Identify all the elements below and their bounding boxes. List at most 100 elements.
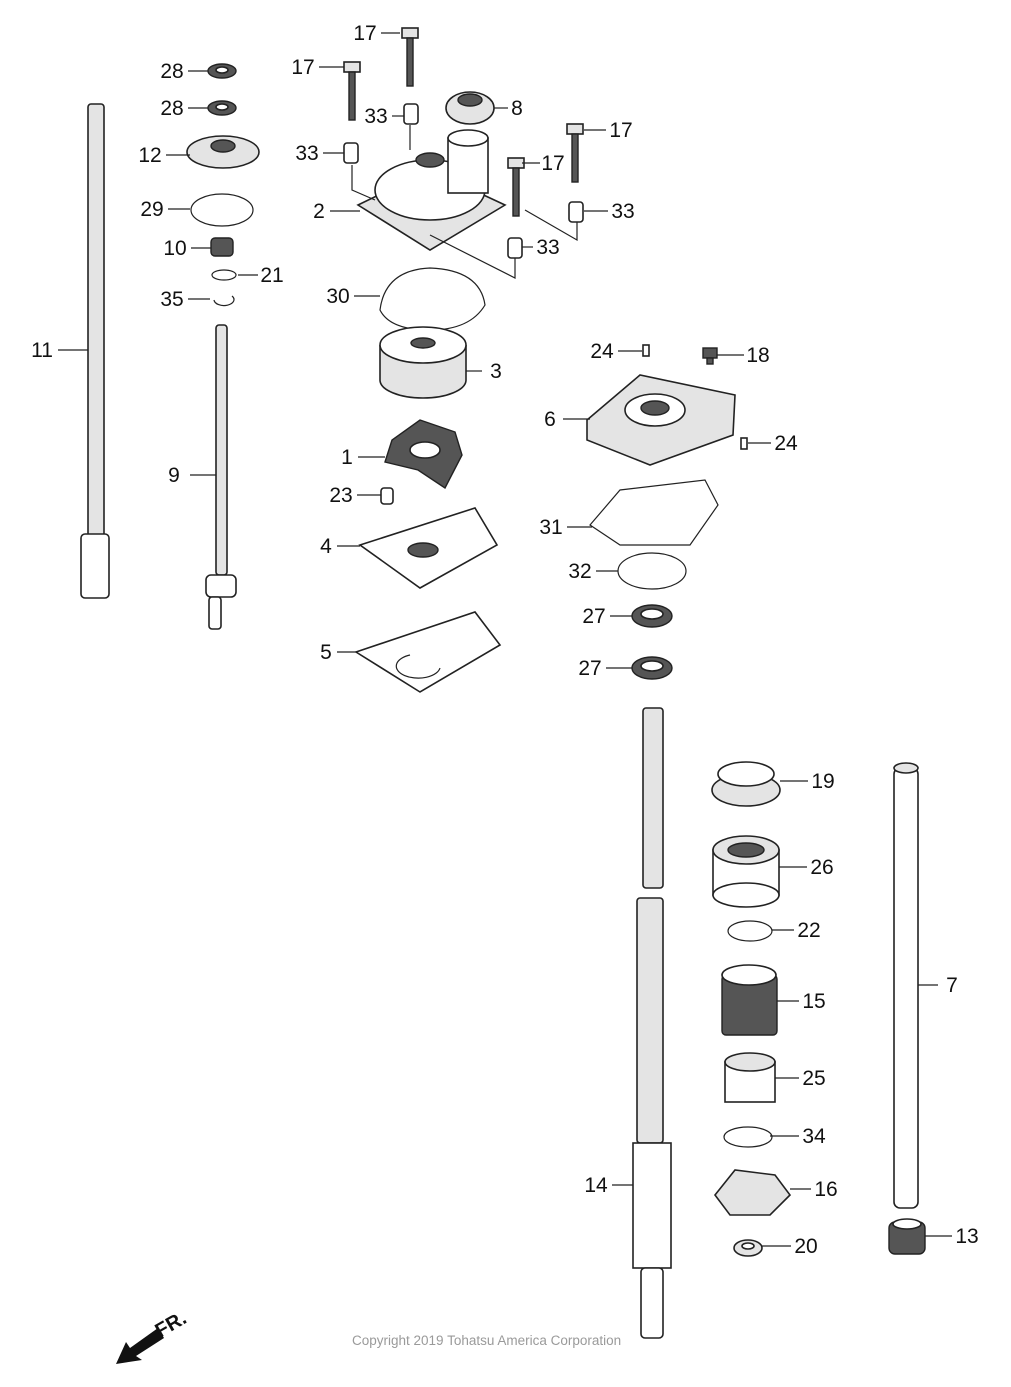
callout-number: 30 — [326, 285, 349, 308]
callout-number: 8 — [511, 97, 523, 120]
callout-15: 15 — [777, 990, 826, 1013]
part-2-pump-housing — [356, 129, 507, 251]
part-9-shift-rod — [205, 324, 237, 630]
part-19-bearing-race — [711, 761, 781, 807]
callout-number: 24 — [774, 432, 798, 455]
callout-number: 31 — [539, 516, 562, 539]
callout-number: 7 — [946, 974, 958, 997]
callout-number: 15 — [802, 990, 825, 1013]
callout-number: 1 — [341, 446, 353, 469]
callout-number: 33 — [295, 142, 318, 165]
callout-number: 27 — [582, 605, 605, 628]
callout-number: 25 — [802, 1067, 825, 1090]
callout-4: 4 — [320, 535, 360, 558]
callout-number: 10 — [163, 237, 186, 260]
callout-25: 25 — [775, 1067, 826, 1090]
callout-number: 33 — [364, 105, 387, 128]
callout-30: 30 — [326, 285, 380, 308]
part-3-liner — [379, 326, 467, 399]
callout-24: 24 — [748, 432, 798, 455]
callout-22: 22 — [772, 919, 821, 942]
callout-11: 11 — [31, 339, 88, 362]
part-13-grommet — [888, 1218, 926, 1255]
callout-20: 20 — [762, 1235, 818, 1258]
callout-number: 33 — [611, 200, 634, 223]
callout-6: 6 — [544, 408, 590, 431]
callout-3: 3 — [466, 360, 502, 383]
callout-number: 11 — [31, 339, 53, 362]
callout-29: 29 — [140, 198, 190, 221]
callout-number: 35 — [160, 288, 183, 311]
part-10-spring — [210, 237, 234, 257]
part-16-gear — [713, 1169, 792, 1216]
callout-number: 12 — [138, 144, 161, 167]
part-7-tube — [893, 762, 919, 1209]
callout-34: 34 — [770, 1125, 826, 1148]
callout-16: 16 — [790, 1178, 838, 1201]
part-31-gasket — [589, 479, 719, 546]
callout-number: 21 — [260, 264, 283, 287]
part-21-washer — [211, 269, 237, 281]
part-6-pump-case — [586, 374, 736, 466]
callout-number: 23 — [329, 484, 352, 507]
callout-17: 17 — [353, 22, 400, 45]
callout-28: 28 — [160, 97, 208, 120]
callout-32: 32 — [568, 560, 618, 583]
part-29-oring — [190, 193, 254, 227]
callout-number: 5 — [320, 641, 332, 664]
callout-33: 33 — [364, 105, 404, 128]
part-30-gasket — [379, 267, 486, 331]
part-12-cap — [186, 135, 260, 169]
part-33-dowels — [343, 103, 584, 259]
callout-number: 14 — [584, 1174, 608, 1197]
callout-9: 9 — [168, 464, 216, 487]
callout-33: 33 — [584, 200, 635, 223]
part-32-oring — [617, 552, 687, 590]
callout-number: 9 — [168, 464, 180, 487]
callout-number: 17 — [541, 152, 564, 175]
callout-28: 28 — [160, 60, 208, 83]
callout-17: 17 — [291, 56, 344, 79]
callout-number: 3 — [490, 360, 502, 383]
callout-33: 33 — [522, 236, 560, 259]
part-17-bolts — [343, 27, 584, 217]
callout-17: 17 — [522, 152, 565, 175]
callout-number: 29 — [140, 198, 163, 221]
callout-number: 4 — [320, 535, 332, 558]
part-26-bearing — [712, 835, 780, 908]
part-23-key — [380, 487, 394, 505]
callout-19: 19 — [780, 770, 835, 793]
callout-number: 19 — [811, 770, 834, 793]
callout-5: 5 — [320, 641, 357, 664]
part-5-gasket-plate — [354, 611, 502, 693]
callout-7: 7 — [918, 974, 958, 997]
callout-2: 2 — [313, 200, 360, 223]
callout-number: 28 — [160, 97, 183, 120]
callout-number: 34 — [802, 1125, 826, 1148]
part-15-clutch — [721, 964, 778, 1036]
part-34-snap-ring — [723, 1126, 773, 1148]
callout-10: 10 — [163, 237, 211, 260]
callout-13: 13 — [925, 1225, 979, 1248]
callout-27: 27 — [578, 657, 632, 680]
copyright-notice: Copyright 2019 Tohatsu America Corporati… — [352, 1333, 622, 1348]
callout-number: 26 — [810, 856, 833, 879]
callout-number: 28 — [160, 60, 183, 83]
part-8-seal — [445, 91, 495, 125]
callout-number: 17 — [609, 119, 632, 142]
callout-number: 6 — [544, 408, 556, 431]
callout-number: 18 — [746, 344, 769, 367]
callout-18: 18 — [717, 344, 770, 367]
callout-number: 24 — [590, 340, 614, 363]
callout-number: 13 — [955, 1225, 978, 1248]
callout-27: 27 — [582, 605, 632, 628]
callout-12: 12 — [138, 144, 190, 167]
part-35-clip — [213, 295, 235, 307]
part-22-ring — [727, 920, 773, 942]
parts-drawings — [80, 27, 926, 1339]
part-1-impeller — [384, 419, 463, 490]
part-14-shaft — [632, 707, 672, 1339]
callout-31: 31 — [539, 516, 592, 539]
part-18-bolt — [702, 347, 718, 365]
